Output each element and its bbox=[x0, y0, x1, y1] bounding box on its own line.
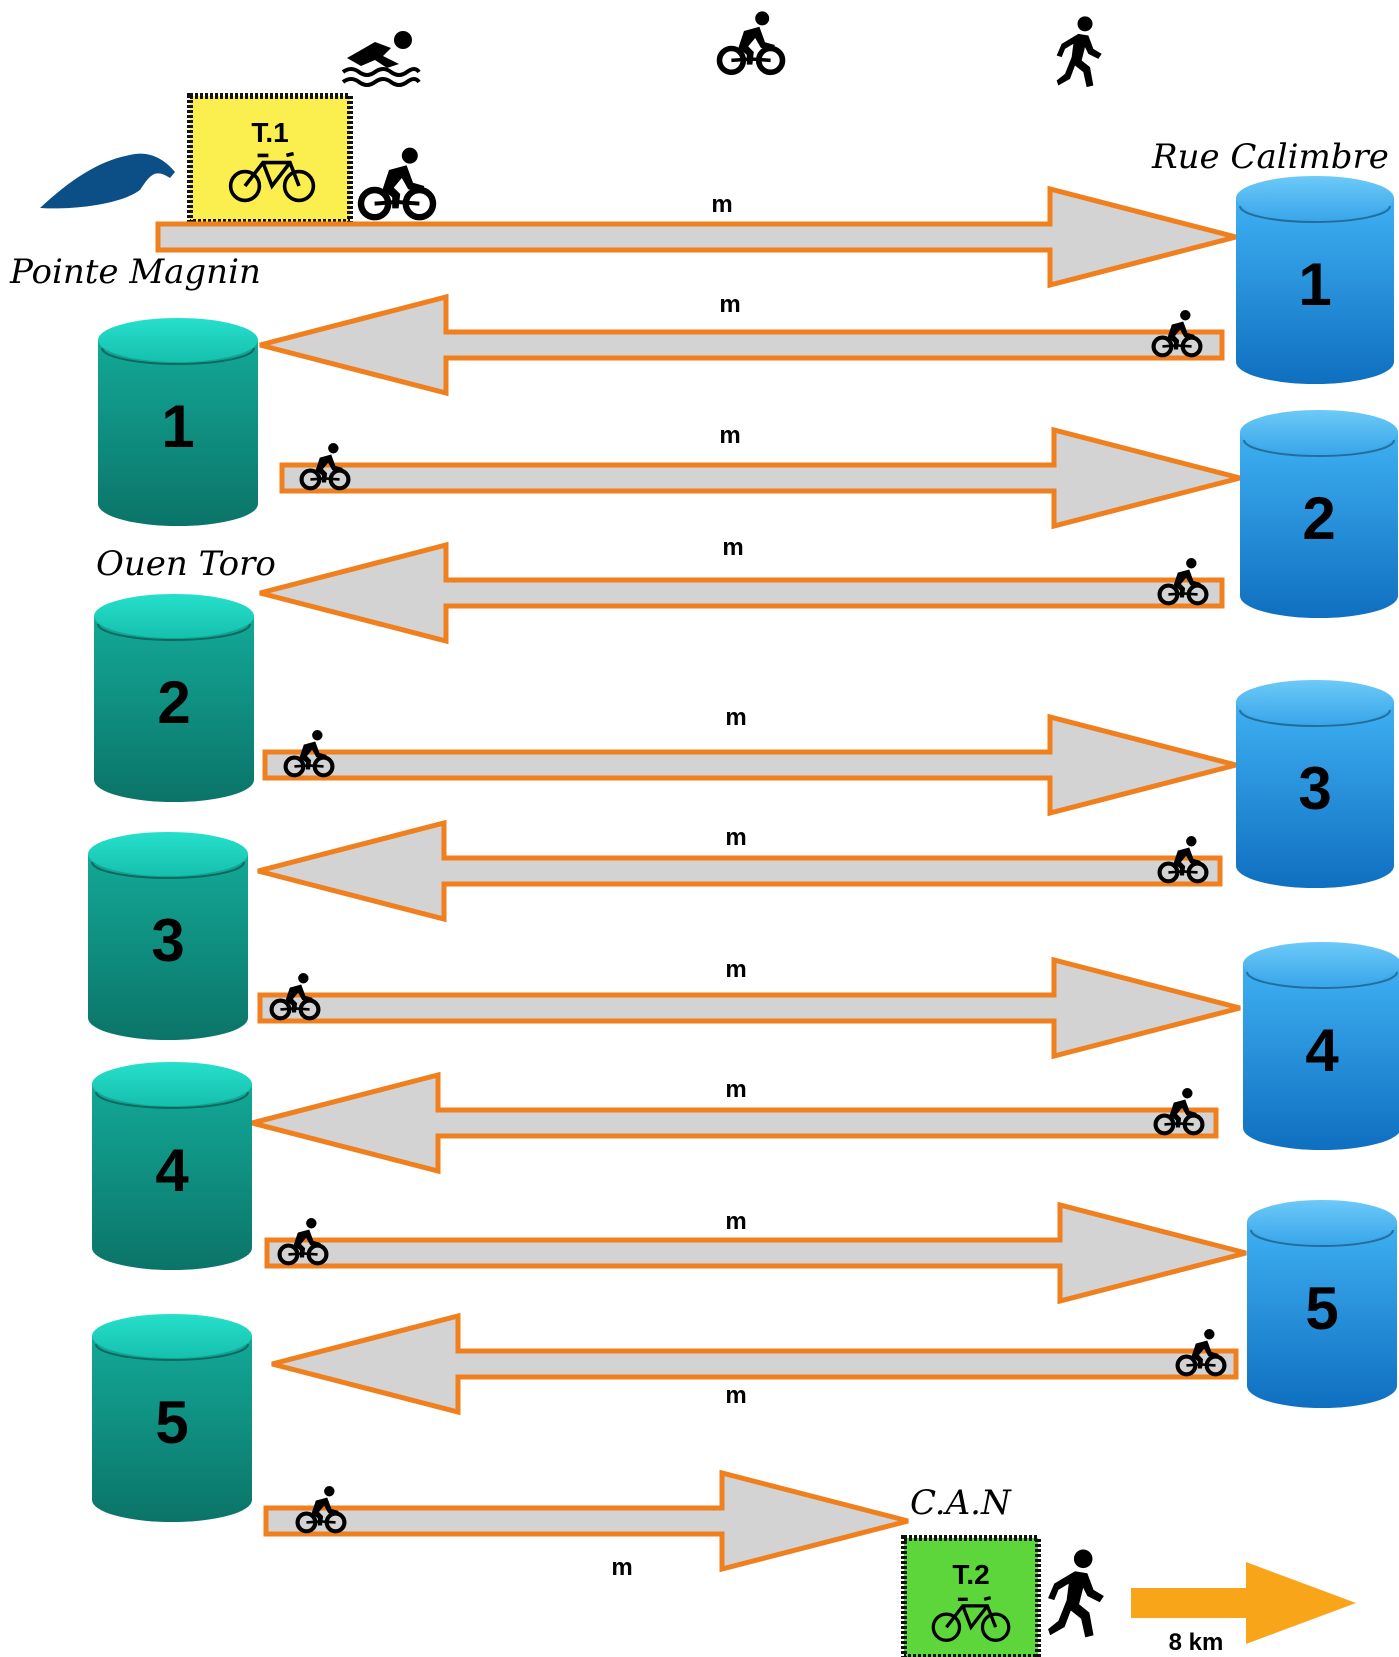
t2-runner-icon bbox=[1048, 1549, 1104, 1638]
rue-calimbre-cylinder-3: 3 bbox=[1236, 680, 1394, 888]
segment-distance-5: m bbox=[725, 704, 746, 731]
segment-distance-6: m bbox=[725, 824, 746, 851]
left-cylinder-number: 5 bbox=[155, 1389, 188, 1456]
rue-calimbre-cylinder-1: 1 bbox=[1236, 176, 1394, 384]
segment-arrow-4 bbox=[259, 541, 1225, 645]
rue-calimbre-cylinder-5: 5 bbox=[1247, 1200, 1397, 1408]
right-cylinder-number: 2 bbox=[1302, 485, 1335, 552]
right-cylinder-number: 4 bbox=[1305, 1017, 1339, 1084]
segment-arrow-8 bbox=[251, 1071, 1219, 1175]
segment-arrow-11 bbox=[263, 1469, 909, 1573]
left-cylinder-number: 1 bbox=[161, 393, 194, 460]
cyclist-icon bbox=[720, 11, 783, 72]
left-cylinder-number: 4 bbox=[155, 1137, 189, 1204]
left-cylinder-number: 3 bbox=[151, 907, 184, 974]
segment-arrow-3 bbox=[279, 426, 1241, 530]
rue-calimbre-cylinder-2: 2 bbox=[1240, 410, 1398, 618]
ouen-toro-cylinder-1: 1 bbox=[98, 318, 258, 526]
transition-2-box: T.2 bbox=[901, 1535, 1041, 1657]
swimmer-wave-icon bbox=[40, 153, 175, 209]
t1-cyclist-icon bbox=[361, 148, 433, 218]
segment-distance-1: m bbox=[711, 191, 732, 218]
right-cylinder-number: 1 bbox=[1298, 251, 1331, 318]
place-right: Rue Calimbre bbox=[1151, 137, 1389, 177]
transition-2-label: T.2 bbox=[952, 1559, 989, 1590]
ouen-toro-cylinder-5: 5 bbox=[92, 1314, 252, 1522]
ouen-toro-cylinder-4: 4 bbox=[92, 1062, 252, 1270]
left-cylinder-number: 2 bbox=[157, 669, 190, 736]
segment-distance-8: m bbox=[725, 1076, 746, 1103]
segment-arrow-9 bbox=[264, 1201, 1247, 1305]
rue-calimbre-cylinder-4: 4 bbox=[1243, 942, 1399, 1150]
segment-distance-10: m bbox=[725, 1382, 746, 1409]
ouen-toro-cylinder-2: 2 bbox=[94, 594, 254, 802]
right-cylinder-number: 3 bbox=[1298, 755, 1331, 822]
run-arrow bbox=[1131, 1562, 1356, 1644]
segment-arrow-5 bbox=[262, 713, 1237, 817]
segment-distance-3: m bbox=[719, 422, 740, 449]
transition-1-label: T.1 bbox=[251, 117, 288, 148]
segment-distance-9: m bbox=[725, 1208, 746, 1235]
runner-icon bbox=[1056, 16, 1102, 88]
segment-distance-11: m bbox=[611, 1554, 632, 1581]
segment-arrow-6 bbox=[257, 819, 1223, 923]
place-finish: C.A.N bbox=[910, 1483, 1012, 1523]
segment-distance-2: m bbox=[719, 291, 740, 318]
place-start: Pointe Magnin bbox=[9, 252, 261, 292]
run-distance-label: 8 km bbox=[1169, 1629, 1224, 1656]
segment-distance-4: m bbox=[722, 534, 743, 561]
transition-1-box: T.1 bbox=[187, 93, 353, 225]
place-left: Ouen Toro bbox=[96, 544, 276, 584]
segment-arrow-1 bbox=[155, 185, 1237, 289]
segment-arrow-7 bbox=[257, 956, 1241, 1060]
swimmer-icon bbox=[343, 31, 419, 85]
ouen-toro-cylinder-3: 3 bbox=[88, 832, 248, 1040]
segment-arrow-10 bbox=[271, 1312, 1239, 1416]
segment-distance-7: m bbox=[725, 956, 746, 983]
segment-arrow-2 bbox=[259, 293, 1225, 397]
right-cylinder-number: 5 bbox=[1305, 1275, 1338, 1342]
